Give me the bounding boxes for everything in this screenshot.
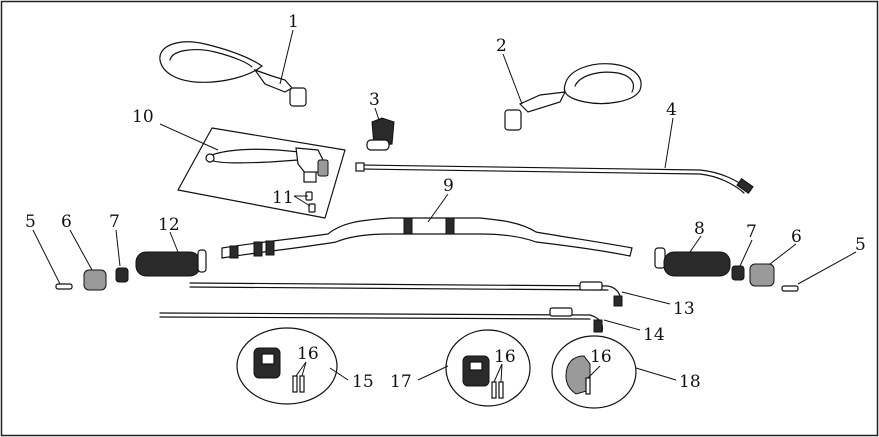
left-mirror [159, 41, 307, 107]
throttle-cable-14 [159, 307, 604, 333]
callout-2: 2 [496, 36, 507, 56]
callout-16-b: 16 [494, 347, 516, 367]
callout-4: 4 [666, 100, 677, 120]
callout-5-left: 5 [25, 212, 36, 232]
right-mirror [504, 63, 642, 131]
callout-16-c: 16 [590, 347, 612, 367]
right-bar-end-bolt [781, 285, 799, 292]
left-grip [135, 249, 207, 277]
callout-14: 14 [643, 325, 665, 345]
cable-boot [366, 117, 395, 151]
callout-7-right: 7 [746, 222, 757, 242]
leader-lines [32, 29, 857, 383]
switch-assembly-18 [551, 335, 637, 409]
left-bar-end-bolt [55, 283, 73, 290]
callout-16-a: 16 [297, 344, 319, 364]
callout-6-right: 6 [791, 227, 802, 247]
handlebar [221, 217, 633, 259]
left-collar [115, 267, 129, 283]
callout-3: 3 [369, 90, 380, 110]
callout-15: 15 [352, 372, 374, 392]
callout-1: 1 [288, 12, 299, 32]
clutch-lever-assembly [177, 127, 346, 219]
right-collar [731, 265, 745, 281]
choke-cable [355, 162, 754, 194]
callout-5-right: 5 [855, 235, 866, 255]
right-grip [654, 247, 731, 277]
left-bar-end-weight [83, 269, 107, 291]
callout-8: 8 [694, 219, 705, 239]
callout-10: 10 [132, 107, 154, 127]
callout-9: 9 [443, 176, 454, 196]
callout-12: 12 [158, 215, 180, 235]
callout-13: 13 [673, 299, 695, 319]
lever-screws [305, 191, 316, 213]
right-bar-end-weight [749, 263, 775, 287]
callout-11: 11 [272, 188, 294, 208]
switch-assembly-15 [236, 327, 338, 405]
callout-6-left: 6 [61, 212, 72, 232]
switch-assembly-17 [445, 329, 531, 407]
callout-7-left: 7 [109, 212, 120, 232]
callout-17: 17 [390, 372, 412, 392]
throttle-cable-13 [189, 281, 623, 307]
callout-18: 18 [679, 372, 701, 392]
